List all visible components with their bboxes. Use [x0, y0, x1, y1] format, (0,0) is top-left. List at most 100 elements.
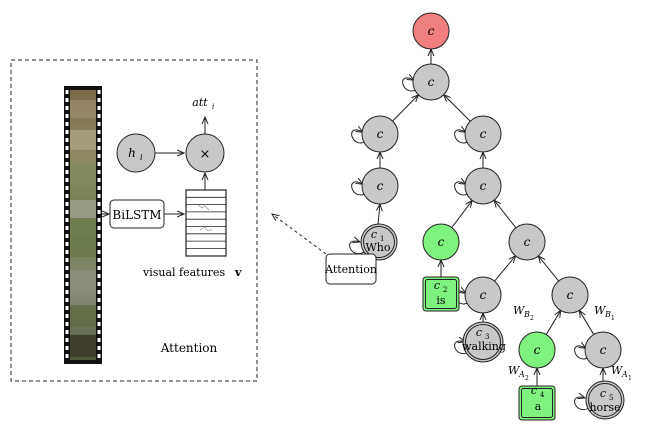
leaf-c3: c 3 walking — [462, 326, 506, 353]
film-sprocket-hole — [97, 258, 101, 262]
film-sprocket-hole — [97, 306, 101, 310]
tree-node-symbol: c — [567, 288, 574, 302]
film-sprocket-hole — [65, 274, 69, 278]
wb1-sub: B — [604, 310, 611, 319]
film-sprocket-hole — [97, 154, 101, 158]
visual-features-caption: visual features v — [142, 266, 242, 279]
film-sprocket-hole — [65, 282, 69, 286]
tree-node-circle — [464, 276, 502, 314]
tree-edge-arrow — [392, 95, 419, 122]
tree-node-symbol: c — [524, 235, 531, 249]
tree-node-symbol: c — [480, 179, 487, 193]
film-sprocket-hole — [65, 322, 69, 326]
film-sprocket-hole — [65, 306, 69, 310]
attention-panel-border — [10, 59, 258, 382]
leaf-c3-sub: 3 — [485, 333, 489, 341]
leaf-shape-c5 — [585, 380, 625, 420]
leaf-shape-c1 — [360, 223, 398, 261]
film-sprocket-hole — [97, 274, 101, 278]
film-sprocket-hole — [97, 338, 101, 342]
attention-panel: h i × att i BiLSTM visual fe — [10, 59, 258, 382]
tree-node-g2: c — [518, 331, 556, 369]
tree-attention-label: Attention — [324, 263, 377, 276]
film-sprocket-hole — [65, 298, 69, 302]
film-sprocket-hole — [65, 114, 69, 118]
multiply-node: × — [185, 133, 225, 173]
film-sprocket-hole — [65, 178, 69, 182]
tree-edge-arrow — [494, 256, 515, 282]
leaf-shape-c3 — [462, 321, 504, 363]
leaf-c4-symbol: c — [531, 384, 537, 397]
film-sprocket-hole — [65, 242, 69, 246]
film-sprocket-hole — [97, 98, 101, 102]
film-sprocket-hole — [97, 266, 101, 270]
film-sprocket-hole — [65, 122, 69, 126]
film-sprocket-hole — [65, 234, 69, 238]
att-label: att — [192, 96, 208, 109]
film-sprocket-hole — [97, 114, 101, 118]
leaf-c2: c 2 is — [434, 279, 448, 307]
leaf-outer-box — [422, 276, 460, 312]
wa2-base: W — [508, 364, 521, 377]
film-sprocket-hole — [65, 130, 69, 134]
leaf-outer-ring — [585, 380, 625, 420]
tree-edges — [378, 49, 603, 386]
leaf-inner-ring — [588, 383, 622, 417]
tree-node-n4: c — [464, 115, 502, 153]
tree-edge-arrow — [545, 310, 560, 335]
film-sprocket-hole — [97, 322, 101, 326]
film-sprocket-hole — [97, 298, 101, 302]
tree-node-n7: c — [464, 276, 502, 314]
film-sprocket-hole — [65, 266, 69, 270]
wb1-subsub: 1 — [611, 315, 615, 322]
tree-node-circle — [412, 12, 450, 50]
leaf-c2-symbol: c — [434, 279, 440, 292]
tree-node-circle — [464, 115, 502, 153]
tree-edge-arrow — [451, 200, 472, 228]
wa1-sub: A — [621, 370, 628, 379]
leaf-c2-sub: 2 — [443, 286, 447, 294]
leaf-c4-sub: 4 — [540, 391, 545, 399]
tree-self-loops — [349, 78, 590, 411]
wa2-sub: A — [518, 370, 525, 379]
h-label: h — [128, 146, 136, 160]
wb2-sub: B — [523, 310, 530, 319]
leaf-c4: c 4 a — [531, 384, 545, 413]
wb1-base: W — [594, 304, 607, 317]
tree-node-n5: c — [464, 167, 502, 205]
attention-panel-title: Attention — [160, 341, 218, 355]
att-sub: i — [212, 103, 214, 111]
attention-connector — [272, 214, 327, 255]
film-sprocket-hole — [65, 138, 69, 142]
leaf-c1-symbol: c — [371, 228, 377, 241]
film-sprocket-hole — [65, 354, 69, 358]
film-sprocket-hole — [65, 146, 69, 150]
film-sprocket-hole — [65, 218, 69, 222]
leaf-inner-box — [425, 279, 457, 309]
film-sprocket-hole — [97, 186, 101, 190]
film-sprocket-hole — [97, 234, 101, 238]
leaf-outer-ring — [462, 321, 504, 363]
film-sprocket-hole — [97, 90, 101, 94]
tree-node-n2: c — [361, 115, 399, 153]
self-loop-arrow — [351, 182, 365, 196]
film-sprocket-hole — [97, 282, 101, 286]
leaf-c5-sub: 5 — [609, 394, 613, 402]
film-sprocket-hole — [97, 146, 101, 150]
self-loop-arrow — [454, 182, 468, 196]
film-sprocket-hole — [97, 330, 101, 334]
leaf-inner-box — [521, 388, 553, 418]
tree-node-g1: c — [422, 223, 460, 261]
leaf-c4-word: a — [535, 400, 542, 413]
hidden-state-node: h i — [116, 133, 156, 173]
tree-node-n9: c — [584, 331, 622, 369]
multiply-symbol: × — [200, 147, 211, 162]
leaf-inner-ring — [363, 226, 395, 258]
film-sprocket-hole — [97, 130, 101, 134]
film-sprocket-hole — [97, 226, 101, 230]
film-sprocket-hole — [97, 242, 101, 246]
tree-attention-box: Attention — [324, 253, 377, 285]
film-sprocket-hole — [65, 210, 69, 214]
bilstm-label: BiLSTM — [112, 208, 161, 222]
